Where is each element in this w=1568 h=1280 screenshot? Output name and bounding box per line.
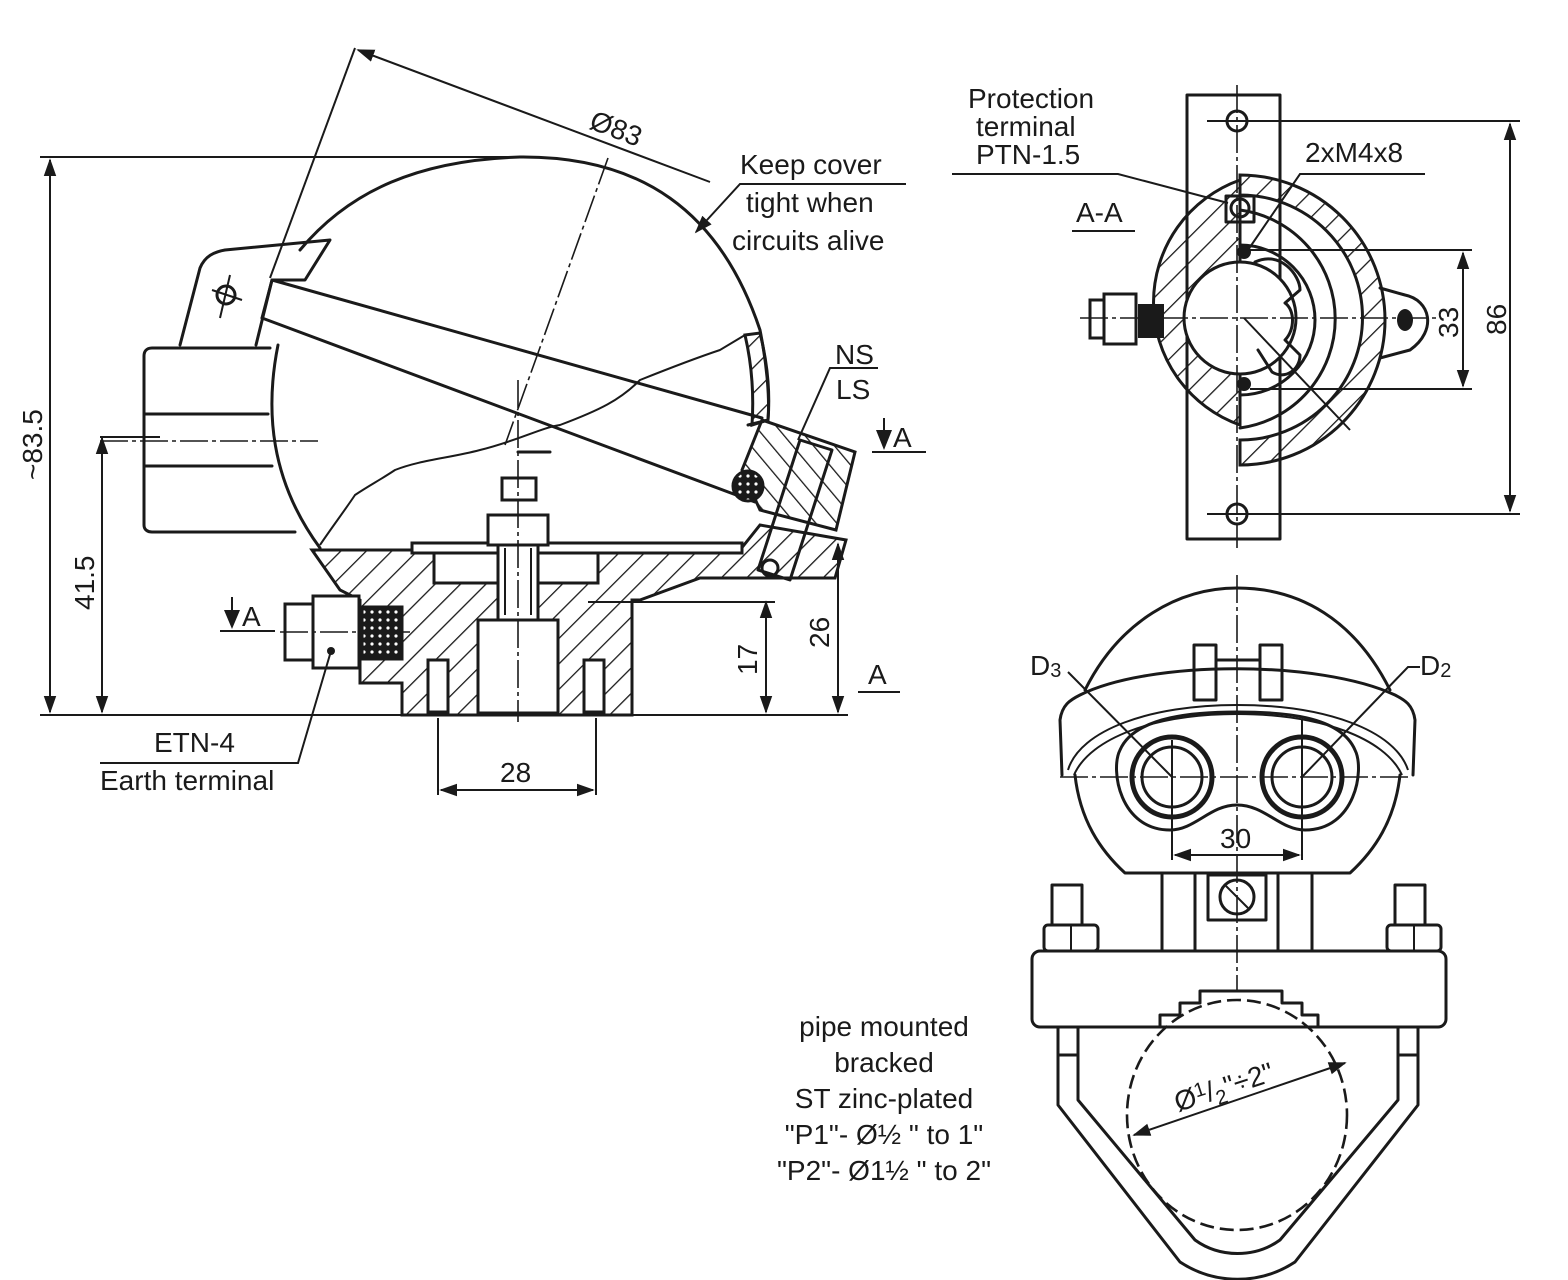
bracket-note-line-2: bracked xyxy=(834,1047,934,1078)
cover-seal-knurl xyxy=(731,469,765,503)
dim-bracket-length: 86 xyxy=(1481,304,1512,335)
lug-hole xyxy=(1397,309,1413,331)
entry-plate xyxy=(1115,710,1360,832)
section-mark-left: A xyxy=(242,601,261,632)
front-view: D3 D2 30 Ø1/2"÷2" pipe mounted bracked S… xyxy=(777,575,1451,1280)
cover-dome xyxy=(298,155,771,427)
note-cover-line-2: tight when xyxy=(746,187,874,218)
section-mark-top: A xyxy=(893,422,912,453)
pipe-diameter: Ø1/2"÷2" xyxy=(1170,1057,1279,1123)
centre-bolt xyxy=(486,380,552,722)
base-pin-left xyxy=(426,658,450,714)
screws-label: 2xM4x8 xyxy=(1305,137,1403,168)
bracket-note-line-4: "P1"- Ø½ " to 1" xyxy=(785,1119,984,1150)
front-protection-terminal xyxy=(1206,873,1268,922)
dim-base-spacing: 28 xyxy=(500,757,531,788)
protection-terminal xyxy=(1224,194,1256,224)
section-body-right-rim xyxy=(1238,173,1387,467)
fixing-lug xyxy=(1378,286,1430,360)
earth-gland-knurl xyxy=(1138,304,1164,338)
terminal-block-shape xyxy=(1253,257,1302,377)
dimensions-side xyxy=(40,47,926,797)
hinge-lug xyxy=(178,238,332,347)
pipe-outline xyxy=(1125,998,1349,1232)
front-collar xyxy=(1058,667,1417,777)
section-mark-bottom: A xyxy=(868,659,887,690)
section-title: A-A xyxy=(1076,197,1123,228)
gland-screw xyxy=(756,438,834,582)
cover-rim-section xyxy=(743,331,771,428)
protection-terminal-line-2: terminal xyxy=(976,111,1076,142)
cover-band xyxy=(260,278,764,504)
section-view: A-A Protection terminal PTN-1.5 2xM4x8 3… xyxy=(952,83,1520,548)
earth-terminal-code: ETN-4 xyxy=(154,727,235,758)
side-view: Ø83 ~83.5 41.5 17 26 28 Keep cover tight… xyxy=(17,47,926,797)
protection-terminal-line-1: Protection xyxy=(968,83,1094,114)
label-d2: D2 xyxy=(1420,650,1451,682)
dim-overall-height: ~83.5 xyxy=(17,409,48,480)
screw-bottom xyxy=(1237,377,1251,391)
dim-axis-height: 41.5 xyxy=(69,556,100,611)
hinge-pin-icon xyxy=(215,284,237,306)
bracket-note-line-1: pipe mounted xyxy=(799,1011,969,1042)
bracket-note-line-3: ST zinc-plated xyxy=(795,1083,973,1114)
screw-top xyxy=(1237,245,1251,259)
dim-base-height-17: 17 xyxy=(732,644,763,675)
cover-left-edge xyxy=(270,343,322,550)
label-ls: LS xyxy=(836,374,870,405)
label-d3: D3 xyxy=(1030,650,1061,682)
note-cover-line-3: circuits alive xyxy=(732,225,884,256)
clamp-bar xyxy=(1030,949,1448,1029)
protection-terminal-line-3: PTN-1.5 xyxy=(976,139,1080,170)
break-line xyxy=(319,334,746,546)
earth-terminal-label: Earth terminal xyxy=(100,765,274,796)
dim-cover-diameter: Ø83 xyxy=(586,105,647,153)
bracket-note-line-5: "P2"- Ø1½ " to 2" xyxy=(777,1155,991,1186)
dim-hole-spacing: 33 xyxy=(1433,307,1464,338)
dim-base-height-26: 26 xyxy=(804,617,835,648)
label-ns: NS xyxy=(835,339,874,370)
earth-terminal xyxy=(280,594,410,670)
base-pin-right xyxy=(582,658,606,714)
note-cover-line-1: Keep cover xyxy=(740,149,882,180)
dim-entry-spacing: 30 xyxy=(1220,823,1251,854)
u-bolt xyxy=(1056,1025,1420,1280)
